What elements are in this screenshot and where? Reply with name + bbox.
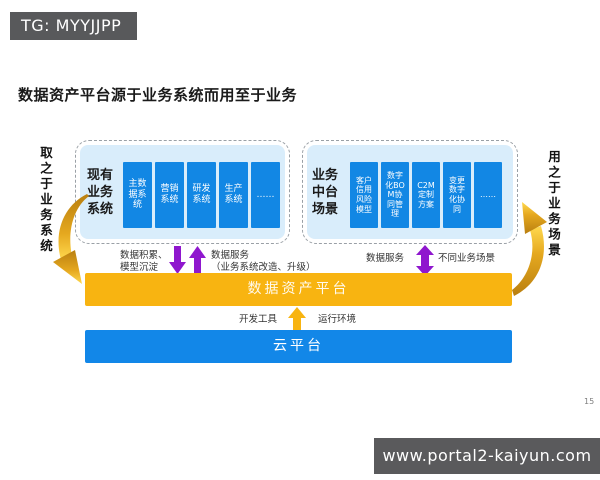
data-service-line1: 数据服务 [211,250,250,261]
telegram-banner: TG: MYYJJPP [10,12,137,40]
scenario-group-label: 业务中台场景 [312,168,339,217]
data-service-right-label: 数据服务 [366,253,405,264]
curved-arrow-right-icon [512,202,547,296]
data-accumulation-line1: 数据积累、 [120,250,168,261]
double-arrow-icon [416,245,434,276]
watermark-banner: www.portal2-kaiyun.com [374,438,600,474]
business-scenes-label: 不同业务场景 [438,253,496,264]
left-vertical-label: 取之于业务系统 [38,146,53,255]
data-service-line2: （业务系统改造、升级） [211,261,316,273]
data-service-label: 数据服务 （业务系统改造、升级） [211,250,316,273]
system-block: 主数据系统 [123,162,152,228]
scenario-block: C2M定制方案 [412,162,440,228]
page-number: 15 [584,397,595,406]
system-block: 生产系统 [219,162,248,228]
scenario-block: 变更数字化协同 [443,162,471,228]
up-arrow-yellow-icon [288,307,306,333]
cloud-platform-bar: 云平台 [85,330,512,363]
source-systems-label: 现有业务系统 [87,168,114,217]
curved-arrow-left-icon [53,194,89,284]
data-accumulation-line2: 模型沉淀 [120,261,159,273]
data-asset-platform-bar: 数据资产平台 [85,273,512,306]
system-block: 研发系统 [187,162,216,228]
system-block: 营销系统 [155,162,184,228]
down-arrow-icon [169,246,186,274]
scenario-block: 数字化BOM协同管理 [381,162,409,228]
runtime-env-label: 运行环境 [318,314,357,325]
scenario-block: 客户信用风险模型 [350,162,378,228]
data-accumulation-label: 数据积累、 模型沉淀 [120,250,168,273]
right-vertical-label: 用之于业务场景 [546,150,561,259]
scenario-block: …… [474,162,502,228]
up-arrow-icon [189,246,206,274]
system-block: …… [251,162,280,228]
page-title: 数据资产平台源于业务系统而用至于业务 [18,86,298,104]
dev-tools-label: 开发工具 [239,314,278,325]
